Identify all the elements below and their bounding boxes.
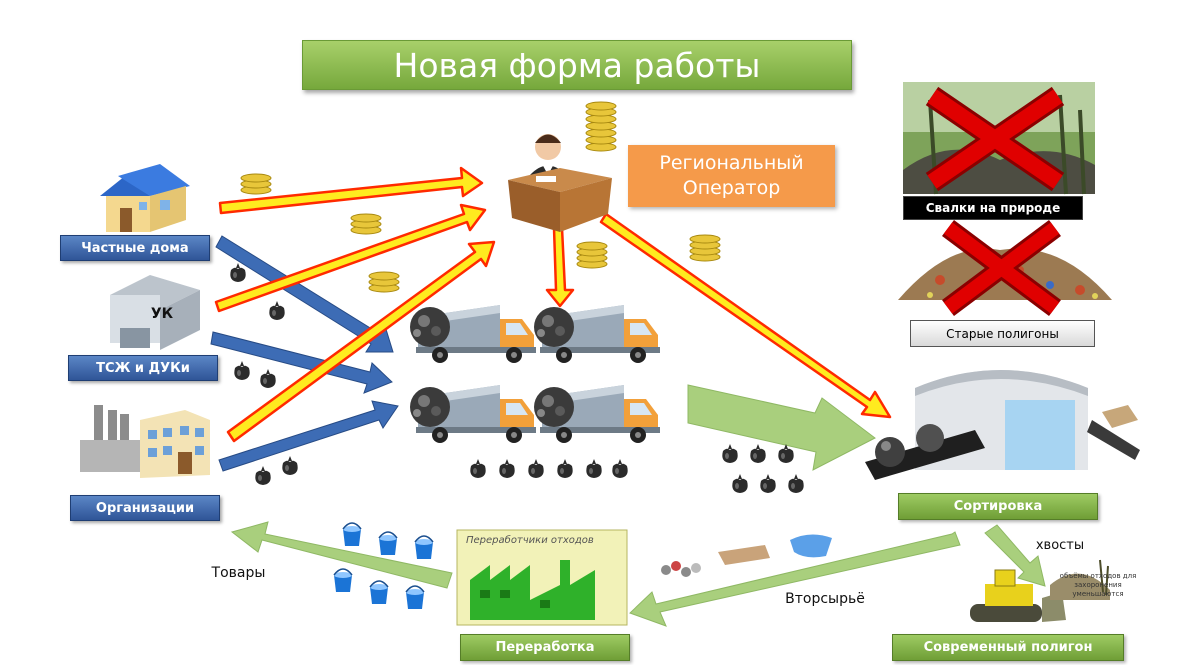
factory-icon xyxy=(80,405,210,478)
cross-mark-icon xyxy=(925,86,1065,192)
recyclables-icon xyxy=(661,534,832,577)
modern-landfill-label: Современный полигон xyxy=(892,634,1124,661)
sorting-label: Сортировка xyxy=(898,493,1098,520)
page-title: Новая форма работы xyxy=(302,40,852,90)
goods-label: Товары xyxy=(211,565,266,581)
house-icon xyxy=(100,164,190,232)
private-houses-label: Частные дома xyxy=(60,235,210,261)
wild-dump-photo xyxy=(903,82,1095,195)
uk-sign: УК xyxy=(150,306,174,322)
waste-arrows xyxy=(210,235,399,472)
hoa-label: ТСЖ и ДУКи xyxy=(68,355,218,381)
uk-building-icon xyxy=(110,275,200,350)
recycling-plant-icon: Переработчики отходов xyxy=(456,529,628,626)
arrow-trucks-to-sorting xyxy=(687,384,876,471)
old-landfill-photo xyxy=(898,219,1112,317)
regional-operator-line1: Региональный xyxy=(659,152,804,174)
garbage-truck-icon xyxy=(410,305,660,443)
arrow-sorting-to-landfill xyxy=(984,524,1046,587)
processors-sign: Переработчики отходов xyxy=(466,534,594,546)
arrow-sorting-to-processing xyxy=(629,531,961,627)
regional-operator-line2: Оператор xyxy=(682,177,781,199)
organizations-label: Организации xyxy=(70,495,220,521)
cross-mark-icon xyxy=(942,219,1061,317)
sorting-plant-icon xyxy=(865,370,1140,480)
wild-dumps-label: Свалки на природе xyxy=(903,196,1083,220)
processing-label: Переработка xyxy=(460,634,630,661)
regional-operator-label: Региональный Оператор xyxy=(628,145,835,207)
arrow-processing-to-organizations xyxy=(230,521,453,589)
bulldozer-icon xyxy=(970,559,1110,622)
landfill-note: объёмы отходов для захоронения уменьшают… xyxy=(1059,571,1137,598)
old-landfills-label: Старые полигоны xyxy=(910,320,1095,347)
money-arrows xyxy=(214,166,892,443)
operator-desk-icon xyxy=(508,134,612,232)
tails-label: хвосты xyxy=(1035,537,1085,553)
recyclables-label: Вторсырьё xyxy=(785,591,865,607)
